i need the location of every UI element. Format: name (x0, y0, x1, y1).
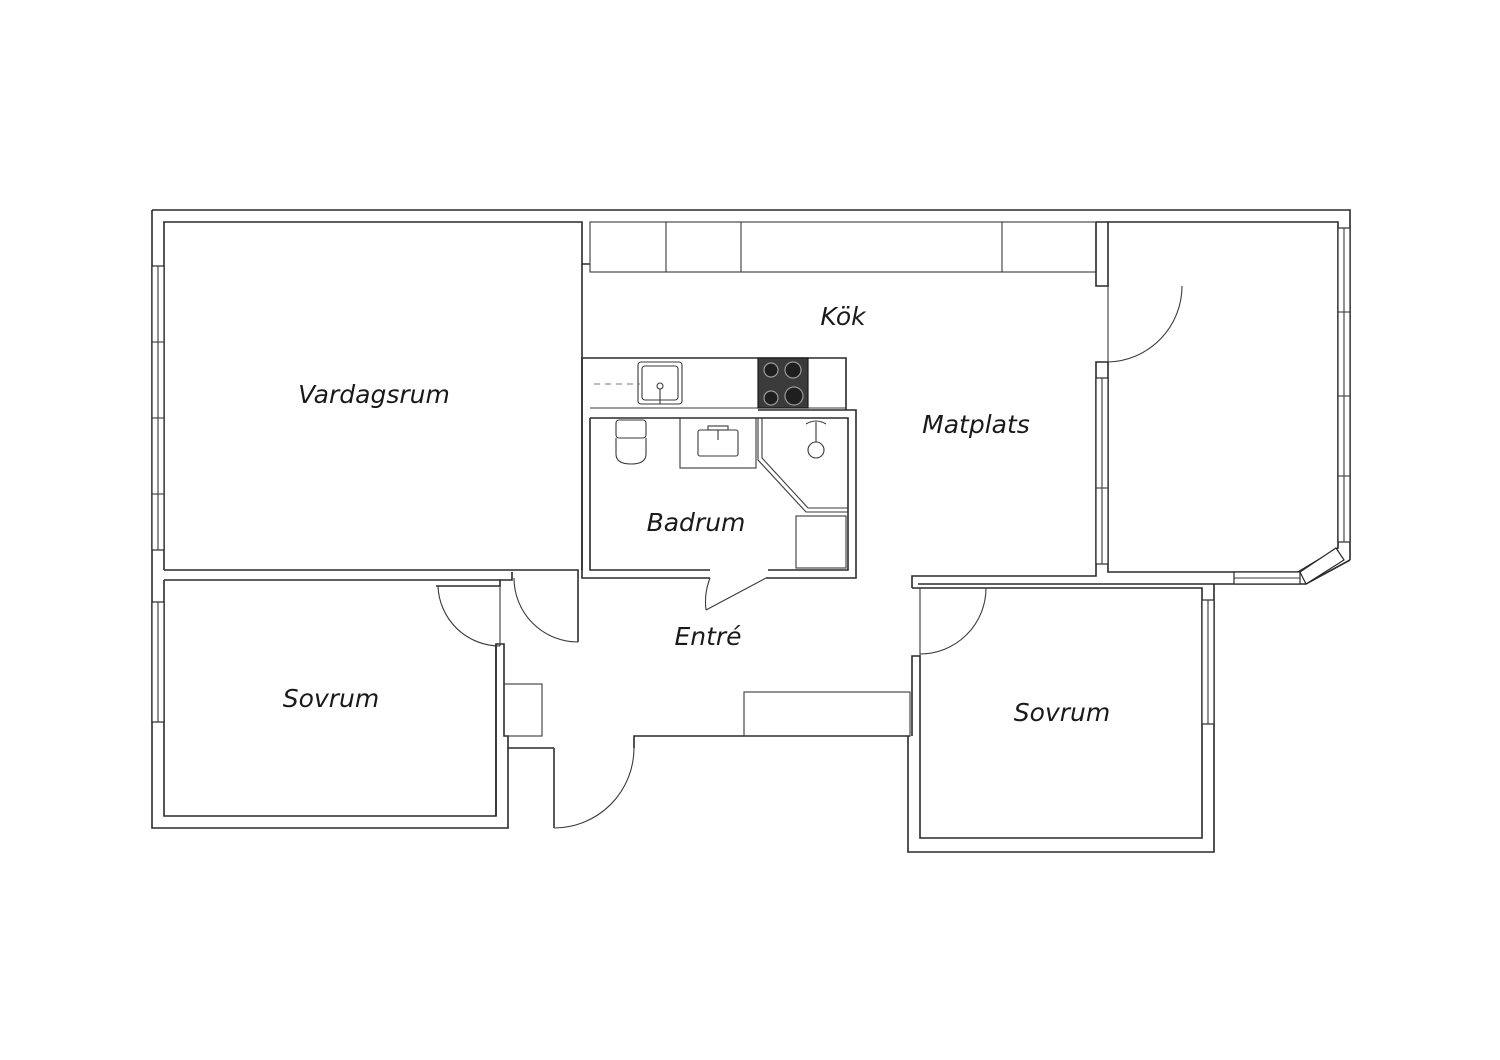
right-room-door (1107, 285, 1183, 363)
label-entre: Entré (674, 622, 741, 651)
label-sovrum-left: Sovrum (283, 684, 379, 713)
washbasin-icon (679, 417, 757, 469)
stove-icon (757, 357, 809, 409)
entrance-door (553, 747, 635, 829)
kitchen-island (581, 357, 847, 410)
bathroom-door (704, 577, 767, 611)
left-bedroom-door (437, 585, 501, 647)
right-bedroom-door (919, 587, 987, 656)
label-sovrum-right: Sovrum (1014, 698, 1110, 727)
bathroom (581, 409, 857, 579)
living-room-door (513, 577, 579, 643)
label-kok: Kök (820, 302, 867, 331)
windows (151, 227, 1351, 725)
inner-walls (163, 221, 1339, 839)
label-vardagsrum: Vardagsrum (298, 380, 450, 409)
label-matplats: Matplats (922, 410, 1030, 439)
room-labels: Vardagsrum Kök Matplats Badrum Entré Sov… (283, 302, 1110, 727)
outer-walls (151, 209, 1351, 853)
washing-machine-icon (795, 515, 847, 569)
label-badrum: Badrum (647, 508, 746, 537)
doors (437, 285, 1183, 829)
toilet-icon (615, 419, 647, 465)
shower-icon (757, 418, 848, 513)
